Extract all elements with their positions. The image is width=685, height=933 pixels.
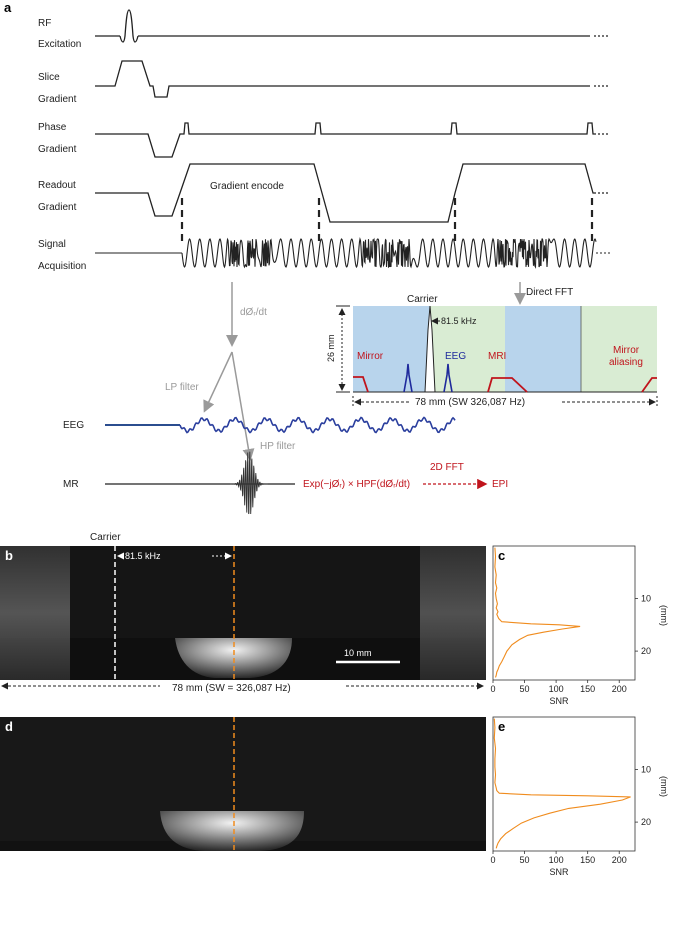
readout-label-2: Gradient	[38, 202, 77, 213]
x-tick-label: 50	[520, 855, 530, 865]
image-d: d	[0, 717, 486, 851]
x-tick-label: 0	[490, 684, 495, 694]
spectrum-carrier-label: Carrier	[407, 294, 438, 305]
x-tick-label: 100	[549, 855, 564, 865]
eeg-peak-mirror	[403, 363, 413, 393]
slice-label: Slice	[38, 72, 60, 83]
slice-label-2: Gradient	[38, 94, 77, 105]
epi-label: EPI	[492, 479, 508, 490]
panel-label-d: d	[5, 719, 13, 734]
readout-dashed-dividers	[180, 198, 594, 244]
mirror-aliasing-label-1: Mirror	[613, 345, 640, 356]
x-tick-label: 100	[549, 684, 564, 694]
spectrum-freq-label: 81.5 kHz	[441, 316, 477, 326]
slice-trace	[95, 60, 610, 98]
scale-bar-label: 10 mm	[344, 648, 372, 658]
signal-trace	[95, 237, 610, 269]
readout-label: Readout	[38, 180, 76, 191]
x-axis-label: SNR	[549, 696, 569, 706]
eeg-wave	[179, 416, 456, 434]
height-label: 26 mm	[326, 334, 336, 362]
image-b-freq-label: 81.5 kHz	[125, 551, 161, 561]
arrow-hp	[231, 351, 255, 461]
y-tick-label: 20	[641, 817, 651, 827]
y-axis-label: (mm)	[659, 776, 669, 797]
chart-frame	[492, 716, 636, 852]
rf-label: RF	[38, 18, 51, 29]
fft2d-label: 2D FFT	[430, 462, 464, 473]
phase-trace	[95, 122, 610, 158]
spectrum-inset: Carrier 81.5 kHz Mirror EEG MRI Mirror a…	[326, 294, 658, 408]
x-tick-label: 150	[580, 855, 595, 865]
left-aliasing-region	[0, 546, 70, 680]
spectrum-eeg-label: EEG	[445, 351, 466, 362]
arrow-lp	[203, 351, 233, 413]
chart-frame	[492, 545, 636, 681]
mri-label: MRI	[488, 351, 506, 362]
y-tick-label: 20	[641, 646, 651, 656]
panel-label-c: c	[498, 548, 505, 563]
carrier-peak	[424, 305, 436, 393]
x-tick-label: 150	[580, 684, 595, 694]
x-tick-label: 200	[612, 684, 627, 694]
snr-profile-line	[494, 547, 581, 678]
rf-label-2: Excitation	[38, 39, 81, 50]
x-tick-label: 0	[490, 855, 495, 865]
eeg-peak	[443, 363, 453, 393]
spectrum-width-label: 78 mm (SW 326,087 Hz)	[415, 397, 525, 408]
y-axis-label: (mm)	[659, 605, 669, 626]
x-axis-label: SNR	[549, 867, 569, 877]
y-tick-label: 10	[641, 594, 651, 604]
eeg-label: EEG	[63, 420, 84, 431]
signal-label: Signal	[38, 239, 66, 250]
phase-label-2: Gradient	[38, 144, 77, 155]
image-b-width-label: 78 mm (SW = 326,087 Hz)	[172, 683, 291, 694]
right-aliasing-region	[420, 546, 486, 680]
hp-filter-label: HP filter	[260, 441, 296, 452]
panel-label-a: a	[4, 0, 12, 15]
signal-label-2: Acquisition	[38, 261, 86, 272]
brain-slice-d	[160, 811, 304, 851]
dphase-label: dØᵣ/dt	[240, 307, 267, 318]
spectrum-band-2	[505, 306, 581, 392]
mirror-label: Mirror	[357, 351, 384, 362]
panel-label-b: b	[5, 548, 13, 563]
panel-label-e: e	[498, 719, 505, 734]
image-b: 81.5 kHz 10 mm b	[0, 546, 486, 680]
readout-trace	[95, 163, 610, 223]
mr-label: MR	[63, 479, 79, 490]
y-tick-label: 10	[641, 765, 651, 775]
lp-filter-label: LP filter	[165, 382, 199, 393]
x-tick-label: 50	[520, 684, 530, 694]
formula-label: Exp(−jØᵣ) × HPF(dØᵣ/dt)	[303, 479, 410, 490]
phase-label: Phase	[38, 122, 67, 133]
gradient-encode-label: Gradient encode	[210, 181, 284, 192]
mr-wave	[230, 451, 268, 515]
image-b-carrier-label: Carrier	[90, 532, 121, 543]
rf-trace	[95, 9, 610, 43]
spectrum-band-4	[581, 306, 657, 392]
snr-profile-line	[493, 718, 631, 849]
direct-fft-label: Direct FFT	[526, 287, 573, 298]
x-tick-label: 200	[612, 855, 627, 865]
mirror-aliasing-label-2: aliasing	[609, 357, 643, 368]
